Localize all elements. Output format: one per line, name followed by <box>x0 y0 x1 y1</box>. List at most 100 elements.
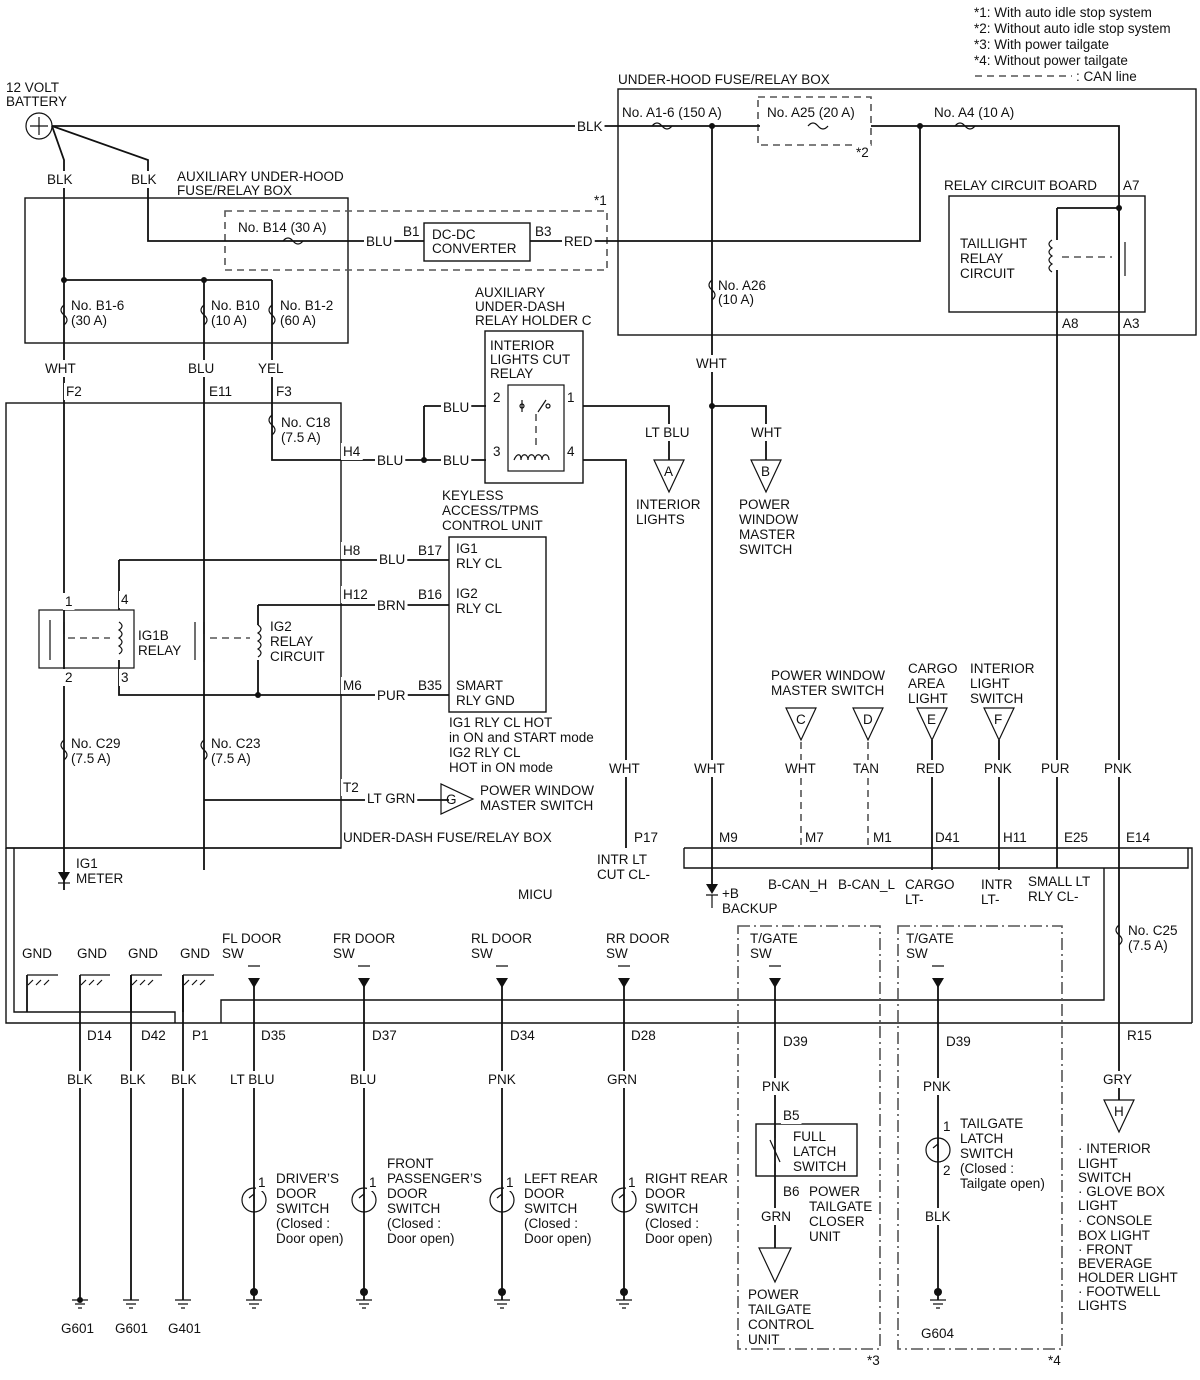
svg-text:RELAY: RELAY <box>490 366 533 381</box>
wire-label: BRN <box>377 598 406 613</box>
svg-text:ACCESS/TPMS: ACCESS/TPMS <box>442 503 539 518</box>
svg-text:POWER: POWER <box>809 1184 860 1199</box>
wire-label: 1 <box>628 1175 636 1190</box>
full-latch-switch-box <box>755 1123 858 1177</box>
wire-label: M7 <box>805 830 824 845</box>
wire-label-bg <box>629 1027 658 1044</box>
svg-text:UNDER-DASH: UNDER-DASH <box>475 299 565 314</box>
wire-label: D42 <box>141 1028 166 1043</box>
component-labels: DC-DC CONVERTER TAILLIGHT RELAY CIRCUIT … <box>76 227 1045 1347</box>
svg-text:IG1 RLY CL HOT: IG1 RLY CL HOT <box>449 715 552 730</box>
wire-label: 1 <box>567 390 575 405</box>
wire-label: F3 <box>276 384 292 399</box>
wire-label: P1 <box>192 1028 209 1043</box>
svg-text:(7.5 A): (7.5 A) <box>1128 938 1168 953</box>
svg-text:RR DOOR: RR DOOR <box>606 931 670 946</box>
wire-label: H4 <box>343 444 361 459</box>
svg-text:SWITCH: SWITCH <box>645 1201 698 1216</box>
wire-label: H11 <box>1003 830 1027 845</box>
switch-labels: DRIVER’S DOOR SWITCH (Closed : Door open… <box>276 1156 728 1246</box>
wire-label-bg <box>982 760 1014 777</box>
svg-text:D: D <box>863 712 873 727</box>
svg-text:MICU: MICU <box>518 887 553 902</box>
svg-text:CARGO: CARGO <box>905 877 955 892</box>
wire-label: BLK <box>171 1072 197 1087</box>
wire-label: E25 <box>1064 830 1088 845</box>
svg-text:CUT CL-: CUT CL- <box>597 867 650 882</box>
wire-label-bg <box>341 779 361 796</box>
wire-label: PUR <box>377 688 406 703</box>
svg-text:FULL: FULL <box>793 1129 827 1144</box>
svg-text:FUSE/RELAY BOX: FUSE/RELAY BOX <box>177 183 292 198</box>
wire-label: A7 <box>1123 178 1140 193</box>
wire-label-bg <box>1101 1071 1135 1088</box>
svg-text:SWITCH: SWITCH <box>970 691 1023 706</box>
fuse-symbols <box>60 122 1123 946</box>
svg-text:Door open): Door open) <box>645 1231 713 1246</box>
wire-label-bg <box>274 383 294 400</box>
svg-text:No. B10: No. B10 <box>211 298 260 313</box>
wire-label-bg <box>921 1078 953 1095</box>
wire-label: WHT <box>609 761 640 776</box>
wire-label-bg <box>186 360 217 377</box>
svg-text:G604: G604 <box>921 1326 955 1341</box>
fuse-labels: No. A1-6 (150 A) No. A25 (20 A) No. A4 (… <box>71 105 1178 953</box>
wire-label: TAN <box>853 761 879 776</box>
wire-label: D39 <box>783 1034 808 1049</box>
svg-text:BOX LIGHT: BOX LIGHT <box>1078 1228 1150 1243</box>
svg-text:Door open): Door open) <box>387 1231 455 1246</box>
wire-label-bg <box>119 591 131 608</box>
wire-label: E14 <box>1126 830 1151 845</box>
svg-text:No. A4 (10 A): No. A4 (10 A) <box>934 105 1014 120</box>
wire-label-bg <box>643 424 692 441</box>
svg-text:*1: With auto idle stop system: *1: With auto idle stop system <box>974 5 1152 20</box>
gnd-icons <box>27 974 214 986</box>
wire-label-bg <box>533 223 554 240</box>
wire-label-bg <box>783 760 818 777</box>
svg-text:G601: G601 <box>115 1321 148 1336</box>
micu-frame <box>5 847 1193 1024</box>
svg-text:SWITCH: SWITCH <box>739 542 792 557</box>
wire-label-bg <box>401 223 422 240</box>
svg-text:A: A <box>664 464 673 479</box>
svg-text:No. C18: No. C18 <box>281 415 331 430</box>
svg-text:UNIT: UNIT <box>748 1332 780 1347</box>
wire-label-bg <box>575 118 605 135</box>
wire-label-bg <box>256 360 287 377</box>
wire-label: BLU <box>366 234 392 249</box>
wire-label: WHT <box>696 356 727 371</box>
wire-label: M1 <box>873 830 892 845</box>
wire-label: *4 <box>1048 1353 1061 1368</box>
battery-icon <box>25 112 53 140</box>
svg-text:RLY CL: RLY CL <box>456 556 503 571</box>
wire-label-bg <box>365 790 418 807</box>
wire-label-bg <box>803 829 826 846</box>
svg-text:E: E <box>927 712 936 727</box>
wire-label-bg <box>119 669 131 686</box>
svg-text:PASSENGER’S: PASSENGER’S <box>387 1171 482 1186</box>
wire-label: R15 <box>1127 1028 1152 1043</box>
wire-label: BLU <box>443 400 469 415</box>
svg-text:LT-: LT- <box>981 892 1000 907</box>
wire-label: PNK <box>762 1079 790 1094</box>
wire-label: WHT <box>751 425 782 440</box>
wire-label: H8 <box>343 543 360 558</box>
wire-label-bg <box>348 1071 379 1088</box>
wire-label-bg <box>341 443 363 460</box>
svg-text:IG1: IG1 <box>456 541 478 556</box>
svg-text:FL DOOR: FL DOOR <box>222 931 282 946</box>
wire-label: BLK <box>67 1072 93 1087</box>
wire-label-bg <box>341 677 364 694</box>
svg-text:IG1B: IG1B <box>138 628 169 643</box>
svg-text:SW: SW <box>471 946 493 961</box>
wire-label: D39 <box>946 1034 971 1049</box>
wire-label: 2 <box>65 670 73 685</box>
svg-text:(30 A): (30 A) <box>71 313 107 328</box>
svg-text:H: H <box>1114 1104 1124 1119</box>
svg-text:· FRONT: · FRONT <box>1078 1242 1133 1257</box>
svg-text:LIGHTS: LIGHTS <box>1078 1298 1127 1313</box>
wire-label: D41 <box>935 830 960 845</box>
micu-pin-labels: INTR LT CUT CL- B-CAN_H B-CAN_L CARGO LT… <box>22 852 1090 961</box>
ptg-control-unit-connector <box>758 1247 792 1284</box>
svg-text:LIGHTS: LIGHTS <box>636 512 685 527</box>
